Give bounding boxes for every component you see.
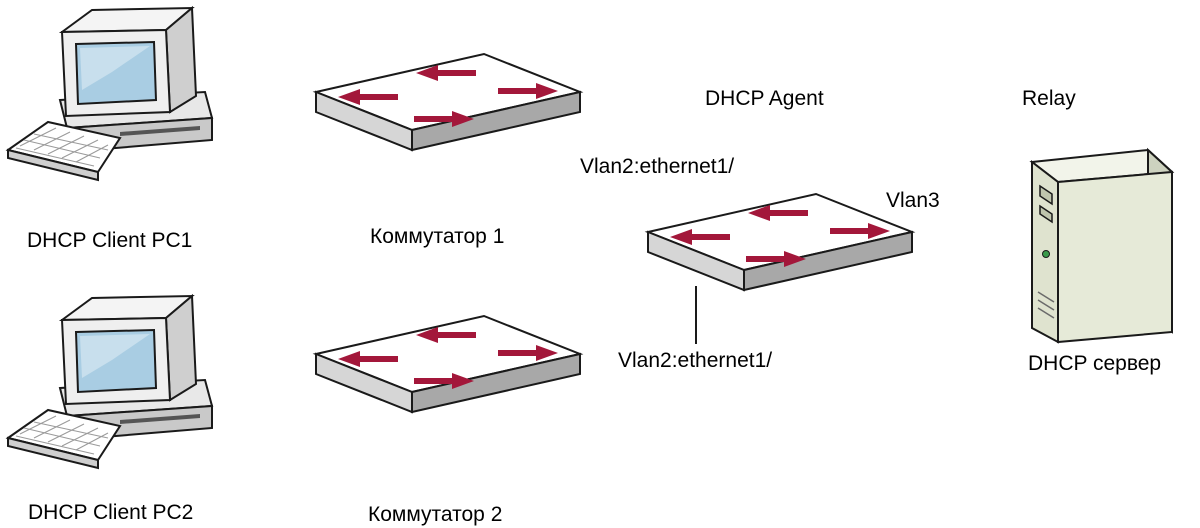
pc2-icon: [7, 295, 213, 469]
pc1-icon: [7, 7, 213, 181]
pc1-label: DHCP Client PC1: [27, 229, 193, 252]
switch2-icon: [315, 315, 581, 413]
switch1-icon: [315, 53, 581, 151]
switch2-label: Коммутатор 2: [368, 503, 503, 526]
port-top-label: Vlan2:ethernet1/: [580, 155, 735, 178]
server-label: DHCP сервер: [1028, 352, 1162, 375]
relay-label: Relay: [1022, 87, 1076, 110]
port-bottom-label: Vlan2:ethernet1/: [618, 349, 773, 372]
server-icon: [1031, 149, 1173, 343]
vlan3-label: Vlan3: [886, 189, 940, 212]
switch1-label: Коммутатор 1: [370, 225, 505, 248]
agent-label: DHCP Agent: [705, 87, 824, 110]
pc2-label: DHCP Client PC2: [28, 501, 194, 524]
agent-switch-icon: [647, 193, 913, 291]
